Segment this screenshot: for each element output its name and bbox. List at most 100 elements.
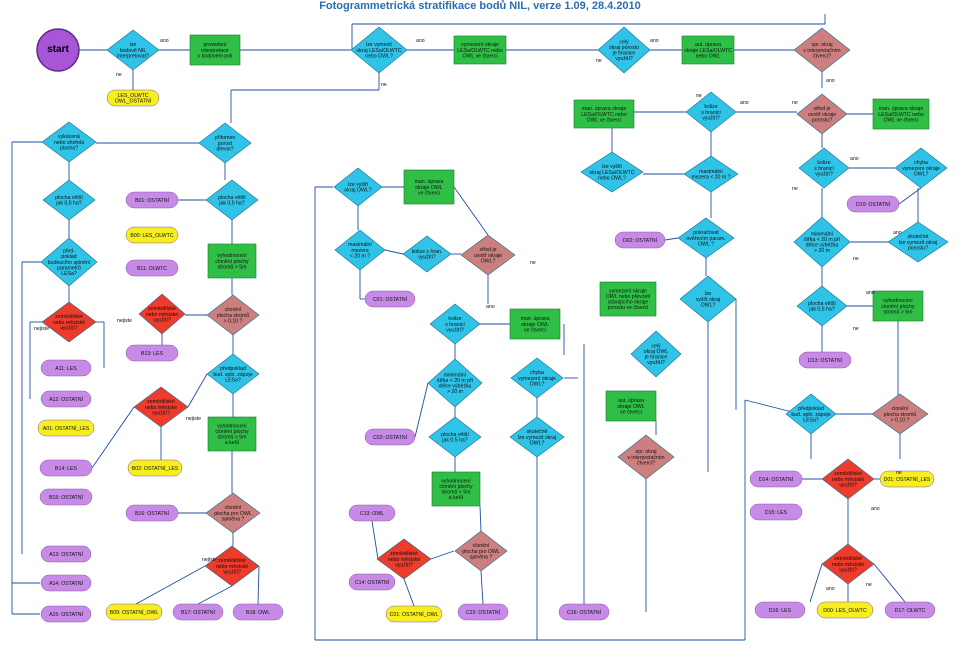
edge-label: ne [696,93,702,99]
node-label: kolize s hran.využití? [412,249,443,261]
terminal-pill [749,470,803,488]
node-pill-t7: D16: LES [754,601,806,619]
terminal-pill [846,195,900,213]
terminal-pill [105,603,163,621]
edge-label: ano [871,506,880,512]
node-label: C16: OSTATNÍ [567,609,602,616]
node-pill-t17: B15: OSTATNÍ [39,488,93,506]
decision-diamond [106,29,160,71]
connector-line [479,505,482,532]
terminal-pill [884,601,936,619]
process-box [509,308,561,340]
process-box [872,290,924,322]
terminal-pill [37,419,95,437]
process-box [453,35,507,65]
node-pill-t15: B14: LES [39,459,93,477]
decision-diamond [796,93,848,135]
node-label: A15: OSTATNÍ [49,611,83,618]
node-label: B02: OSTATNÍ_LES [132,465,179,472]
decision-diamond [350,26,408,74]
terminal-pill [127,459,183,477]
decision-diamond [204,545,260,587]
terminal-pill [348,573,396,591]
decision-diamond [894,147,948,189]
node-label: A01: OSTATNÍ_LES [43,425,90,432]
terminal-pill [364,428,416,446]
terminal-pill [40,605,92,623]
terminal-pill [106,89,160,107]
node-label: D14: OSTATNÍ [759,476,794,483]
terminal-pill [40,545,92,563]
decision-diamond [205,179,259,221]
edge-label: ne [866,582,872,588]
edge-label: ne [853,326,859,332]
decision-diamond [376,538,432,580]
decision-diamond [133,386,189,428]
node-label: B17: OSTATNÍ [181,609,215,616]
process-box [207,416,257,452]
node-pill-t30: C13: OWL [348,504,396,522]
process-box [605,390,657,422]
decision-diamond [42,179,96,221]
decision-diamond [40,237,98,287]
edge-label: ne [853,256,859,262]
connector-line [809,563,823,603]
terminal-pill [385,605,443,623]
edge-label: ano [850,156,859,162]
node-pill-t10: D02: OSTATNÍ [614,231,666,249]
process-box [431,471,481,507]
terminal-pill [364,290,416,308]
node-pill-t32: C01: OSTATNÍ_OWL [385,605,443,623]
connector-line [430,550,455,560]
process-box [872,98,930,130]
node-pill-t14: B13: LES [125,344,179,362]
terminal-pill [125,191,179,209]
connector-line [453,186,489,236]
terminal-pill [125,504,179,522]
node-pill-t27: A15: OSTATNÍ [40,605,92,623]
node-label: D17: OLWTC [895,608,926,614]
edge-label: nejiste [202,557,217,563]
process-box [599,281,657,317]
node-label: B16: OSTATNÍ [135,510,169,517]
node-label: B18: OWL [246,610,270,616]
process-box [681,35,735,65]
terminal-pill [125,226,179,244]
connector-line [91,406,135,469]
process-box [403,169,455,205]
decision-diamond [821,458,875,500]
decision-diamond [198,122,252,164]
connector-line [898,187,922,205]
node-pill-t3: D13: OSTATNÍ [798,351,852,369]
node-pill-t29: C02: OSTATNÍ [364,428,416,446]
terminal-pill [40,390,92,408]
terminal-pill [879,470,935,488]
